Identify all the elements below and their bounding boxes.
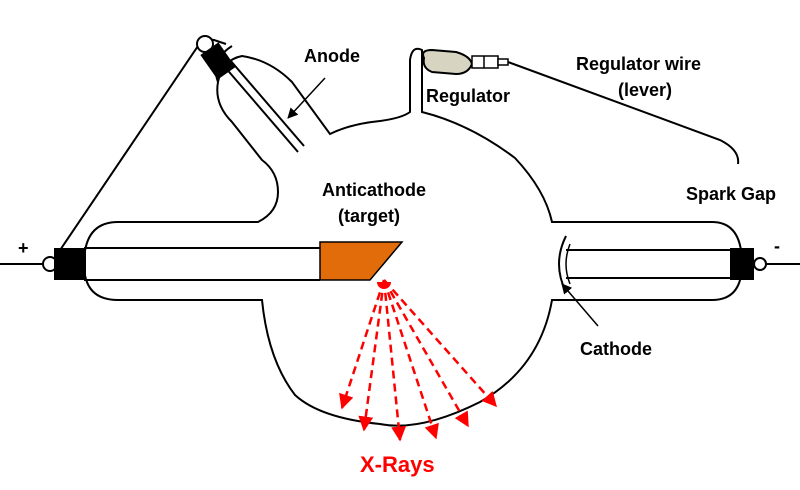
- anticathode-target: [319, 241, 404, 281]
- glass-tube-envelope: [82, 47, 744, 427]
- label-anticathode: Anticathode: [322, 180, 426, 200]
- anode-rod-edge: [223, 65, 299, 153]
- cathode-stem-tube: [566, 249, 734, 279]
- regulator-connector: [471, 55, 499, 69]
- label-cathode: Cathode: [580, 339, 652, 359]
- x-ray-focal-spot: [377, 282, 391, 289]
- anode-pointer-arrow: [287, 77, 326, 119]
- regulator-bulb: [422, 48, 474, 76]
- label-plus: +: [18, 238, 29, 258]
- cathode-cup-inner: [565, 243, 571, 285]
- regulator-wire: [507, 61, 740, 165]
- label-anticathode-target: (target): [338, 206, 400, 226]
- right-terminal-block: [730, 248, 754, 280]
- label-x-rays: X-Rays: [360, 452, 435, 477]
- label-regulator-wire-lever: (lever): [618, 80, 672, 100]
- label-minus: -: [774, 236, 780, 256]
- x-ray-beam-6: [383, 279, 497, 408]
- label-regulator-wire: Regulator wire: [576, 54, 701, 74]
- outer-wire-triangle: [51, 38, 227, 263]
- x-ray-beam-1: [339, 279, 386, 410]
- label-regulator: Regulator: [426, 86, 510, 106]
- x-ray-beam-3: [382, 279, 407, 442]
- cathode-pointer-arrow: [561, 283, 599, 327]
- label-anode: Anode: [304, 46, 360, 66]
- anode-terminal-block: [200, 42, 236, 80]
- regulator-wire-end: [497, 58, 509, 66]
- x-ray-beam-4: [382, 279, 439, 440]
- x-ray-beam-5: [382, 279, 470, 428]
- anticathode-stem-tube: [84, 247, 320, 281]
- label-spark-gap: Spark Gap: [686, 184, 776, 204]
- x-ray-beam-2: [358, 279, 386, 432]
- anode-rod: [229, 59, 305, 147]
- right-terminal-ring: [753, 257, 767, 271]
- x-ray-beams: [339, 279, 497, 442]
- left-terminal-block: [54, 248, 86, 280]
